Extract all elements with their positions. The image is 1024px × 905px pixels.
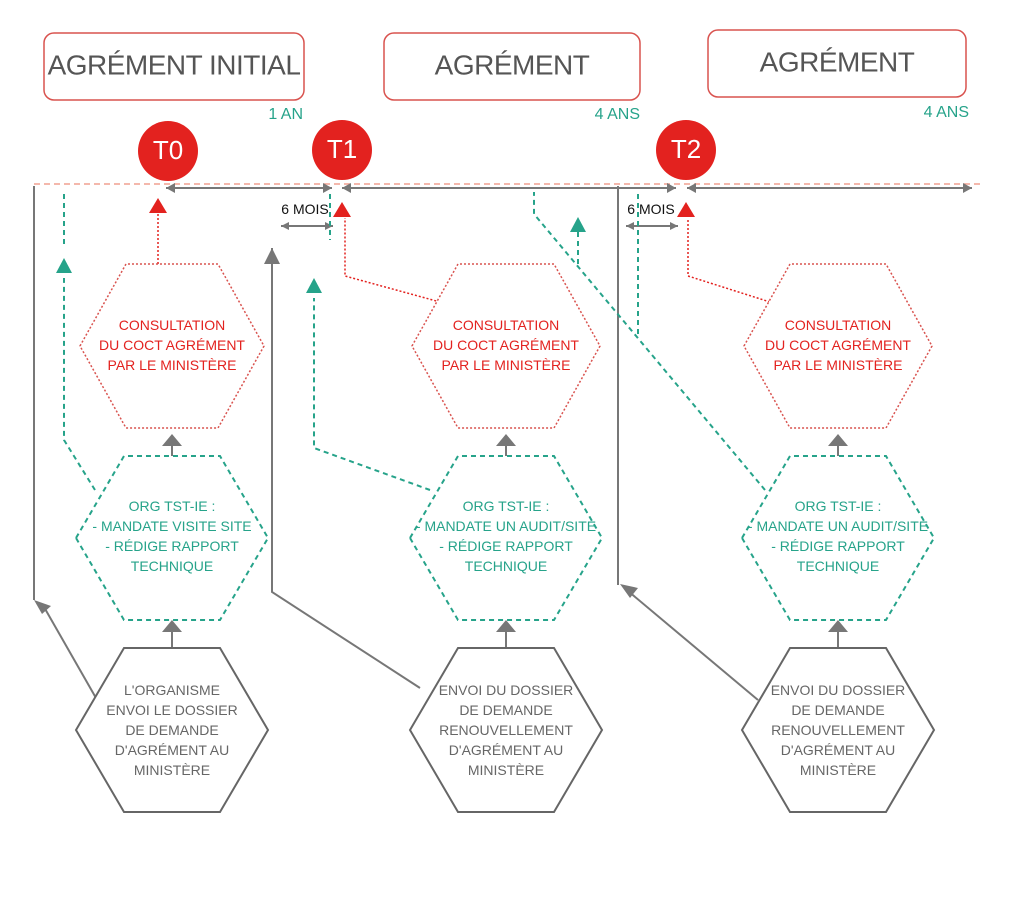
org-hex-3: ORG TST-IE : - MANDATE UN AUDIT/SITE - R… — [740, 455, 936, 621]
milestone-t2: T2 — [656, 120, 716, 180]
dossier-hexagon — [740, 647, 936, 813]
milestone-marker — [312, 120, 372, 180]
milestone-label: T0 — [153, 135, 183, 165]
phase-label: AGRÉMENT — [760, 46, 915, 77]
phase-box — [43, 32, 305, 101]
consultation-connectors — [149, 198, 771, 303]
dossier-hexagon — [408, 647, 604, 813]
consultation-hexagon — [411, 263, 601, 429]
consultation-line: DU COCT AGRÉMENT — [433, 337, 579, 353]
milestone-marker — [138, 121, 198, 181]
consultation-line: CONSULTATION — [785, 317, 892, 333]
dossier-line: L'ORGANISME — [124, 682, 220, 698]
org-line: TECHNIQUE — [465, 558, 547, 574]
org-hex-2: ORG TST-IE : - MANDATE UN AUDIT/SITE - R… — [408, 455, 604, 621]
consultation-hex-2: CONSULTATION DU COCT AGRÉMENT PAR LE MIN… — [411, 263, 601, 429]
org-hexagon — [408, 455, 604, 621]
dossier-line: ENVOI DU DOSSIER — [439, 682, 574, 698]
dossier-line: ENVOI DU DOSSIER — [771, 682, 906, 698]
consultation-line: DU COCT AGRÉMENT — [99, 337, 245, 353]
milestone-t1: T1 — [312, 120, 372, 180]
dossier-line: RENOUVELLEMENT — [771, 722, 905, 738]
dossier-hex-3: ENVOI DU DOSSIER DE DEMANDE RENOUVELLEME… — [740, 647, 936, 813]
phase-label: AGRÉMENT INITIAL — [48, 49, 301, 80]
dossier-line: MINISTÈRE — [800, 762, 876, 778]
org-line: - RÉDIGE RAPPORT — [105, 538, 239, 554]
org-line: ORG TST-IE : — [129, 498, 216, 514]
dossier-connectors — [33, 186, 759, 706]
consultation-hexagon — [743, 263, 933, 429]
dossier-line: D'AGRÉMENT AU — [115, 742, 229, 758]
consultation-line: PAR LE MINISTÈRE — [108, 357, 237, 373]
gap-6-months-2: 6 MOIS — [626, 201, 678, 230]
org-line: - RÉDIGE RAPPORT — [771, 538, 905, 554]
org-hexagon — [740, 455, 936, 621]
org-line: TECHNIQUE — [797, 558, 879, 574]
dossier-line: D'AGRÉMENT AU — [781, 742, 895, 758]
org-hex-1: ORG TST-IE : - MANDATE VISITE SITE - RÉD… — [74, 455, 270, 621]
gap-6-months-1: 6 MOIS — [281, 201, 333, 230]
phase-initial: AGRÉMENT INITIAL 1 AN — [43, 32, 305, 123]
dossier-line: MINISTÈRE — [134, 762, 210, 778]
flow-arrows — [162, 434, 848, 650]
consultation-line: PAR LE MINISTÈRE — [442, 357, 571, 373]
milestone-label: T2 — [671, 134, 701, 164]
dossier-line: DE DEMANDE — [791, 702, 884, 718]
consultation-line: DU COCT AGRÉMENT — [765, 337, 911, 353]
org-line: - RÉDIGE RAPPORT — [439, 538, 573, 554]
phase-label: AGRÉMENT — [435, 49, 590, 80]
phase-duration: 1 AN — [268, 106, 303, 123]
org-line: ORG TST-IE : — [795, 498, 882, 514]
milestone-marker — [656, 120, 716, 180]
consultation-line: CONSULTATION — [119, 317, 226, 333]
dossier-line: DE DEMANDE — [459, 702, 552, 718]
phase-renewal-2: AGRÉMENT 4 ANS — [707, 29, 969, 121]
dossier-hexagon — [74, 647, 270, 813]
phase-box — [707, 29, 967, 98]
org-line: TECHNIQUE — [131, 558, 213, 574]
consultation-line: CONSULTATION — [453, 317, 560, 333]
timeline-axis — [166, 183, 972, 193]
phase-box — [383, 32, 641, 101]
milestone-label: T1 — [327, 134, 357, 164]
dossier-line: ENVOI LE DOSSIER — [106, 702, 237, 718]
phase-renewal-1: AGRÉMENT 4 ANS — [383, 32, 641, 123]
org-connectors — [56, 192, 766, 491]
milestone-t0: T0 — [138, 121, 198, 181]
org-hexagon — [74, 455, 270, 621]
consultation-hexagon — [79, 263, 265, 429]
consultation-hex-3: CONSULTATION DU COCT AGRÉMENT PAR LE MIN… — [743, 263, 933, 429]
dossier-hex-2: ENVOI DU DOSSIER DE DEMANDE RENOUVELLEME… — [408, 647, 604, 813]
dossier-line: D'AGRÉMENT AU — [449, 742, 563, 758]
dossier-line: MINISTÈRE — [468, 762, 544, 778]
org-line: - MANDATE VISITE SITE — [92, 518, 251, 534]
consultation-line: PAR LE MINISTÈRE — [774, 357, 903, 373]
dossier-line: DE DEMANDE — [125, 722, 218, 738]
gap-label: 6 MOIS — [281, 201, 328, 217]
dossier-hex-1: L'ORGANISME ENVOI LE DOSSIER DE DEMANDE … — [74, 647, 270, 813]
phase-duration: 4 ANS — [595, 106, 640, 123]
dossier-line: RENOUVELLEMENT — [439, 722, 573, 738]
org-line: - MANDATE UN AUDIT/SITE — [416, 518, 596, 534]
org-line: - MANDATE UN AUDIT/SITE — [748, 518, 928, 534]
org-line: ORG TST-IE : — [463, 498, 550, 514]
gap-label: 6 MOIS — [627, 201, 674, 217]
consultation-hex-1: CONSULTATION DU COCT AGRÉMENT PAR LE MIN… — [79, 263, 265, 429]
phase-duration: 4 ANS — [924, 104, 969, 121]
